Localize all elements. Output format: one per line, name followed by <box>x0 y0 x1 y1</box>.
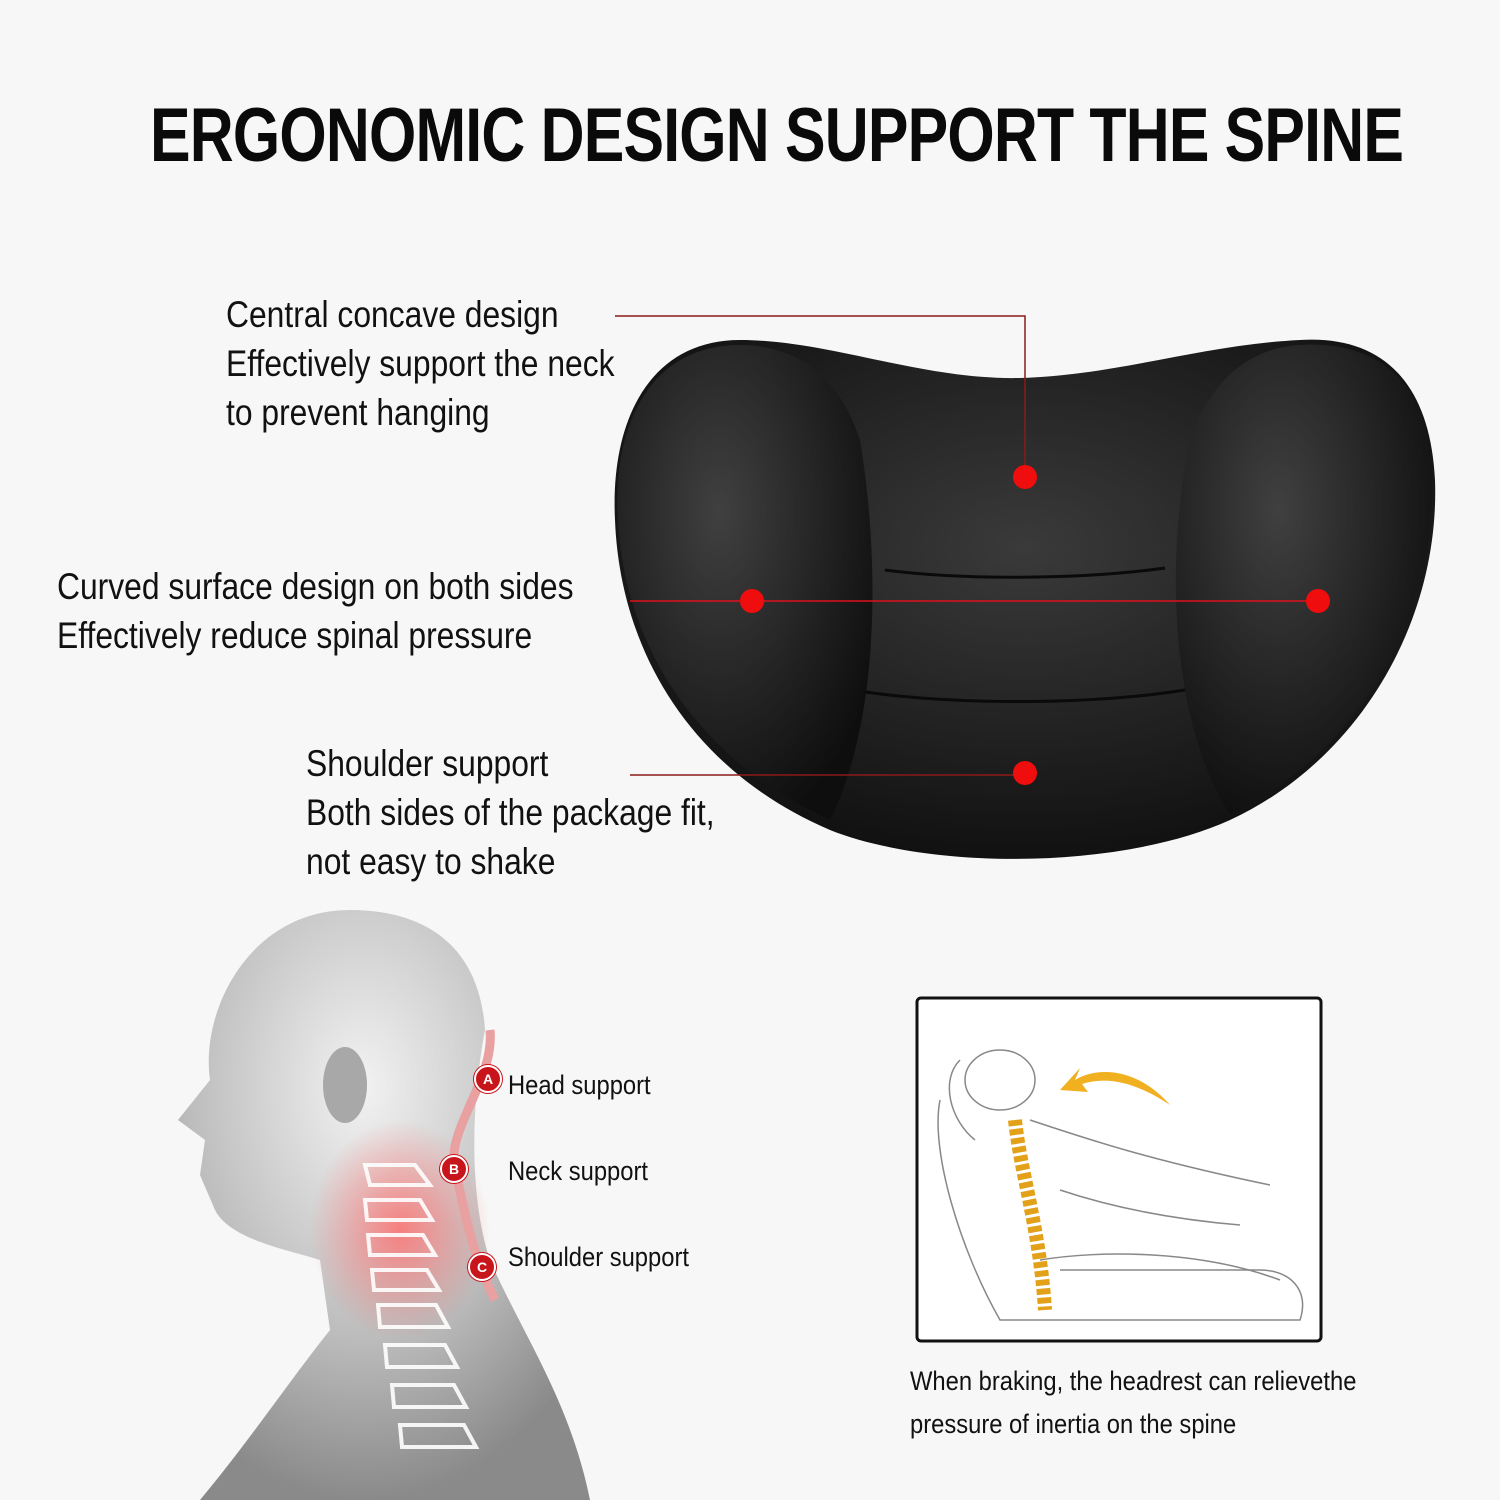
spine-sketch <box>1008 1119 1052 1311</box>
caption-line: When braking, the headrest can relieveth… <box>910 1366 1357 1396</box>
callout-shoulder: Shoulder support Both sides of the packa… <box>306 739 715 886</box>
callout-line-text: Central concave design <box>226 294 559 335</box>
caption-line: pressure of inertia on the spine <box>910 1409 1237 1439</box>
callout-curved: Curved surface design on both sides Effe… <box>57 562 574 660</box>
braking-caption: When braking, the headrest can relieveth… <box>910 1360 1356 1446</box>
neck-support-label: Neck support <box>508 1156 648 1186</box>
callout-line-text: Shoulder support <box>306 743 549 784</box>
page-title: ERGONOMIC DESIGN SUPPORT THE SPINE <box>150 93 1404 178</box>
callout-line-text: Effectively support the neck <box>226 343 615 384</box>
marker-dot <box>740 589 764 613</box>
callout-line-text: Both sides of the package fit, <box>306 792 715 833</box>
badge-a: A <box>474 1065 502 1093</box>
braking-sketch <box>937 1049 1304 1321</box>
shoulder-support-label: Shoulder support <box>508 1242 689 1272</box>
pillow-left-wing <box>617 345 873 820</box>
callout-line-text: Effectively reduce spinal pressure <box>57 615 533 656</box>
callout-concave: Central concave design Effectively suppo… <box>226 290 615 437</box>
head-neck-figure <box>178 910 590 1500</box>
arrow-icon <box>1060 1068 1170 1105</box>
marker-dot <box>1013 761 1037 785</box>
callout-line-text: not easy to shake <box>306 841 556 882</box>
callout-line-concave <box>615 315 1026 476</box>
marker-dot <box>1306 589 1330 613</box>
braking-diagram-frame <box>915 996 1323 1343</box>
badge-b: B <box>440 1155 468 1183</box>
callout-line-text: Curved surface design on both sides <box>57 566 574 607</box>
callout-line-text: to prevent hanging <box>226 392 490 433</box>
head-support-label: Head support <box>508 1070 651 1100</box>
marker-dot <box>1013 465 1037 489</box>
pillow-right-wing <box>1175 344 1433 815</box>
badge-c: C <box>468 1253 496 1281</box>
